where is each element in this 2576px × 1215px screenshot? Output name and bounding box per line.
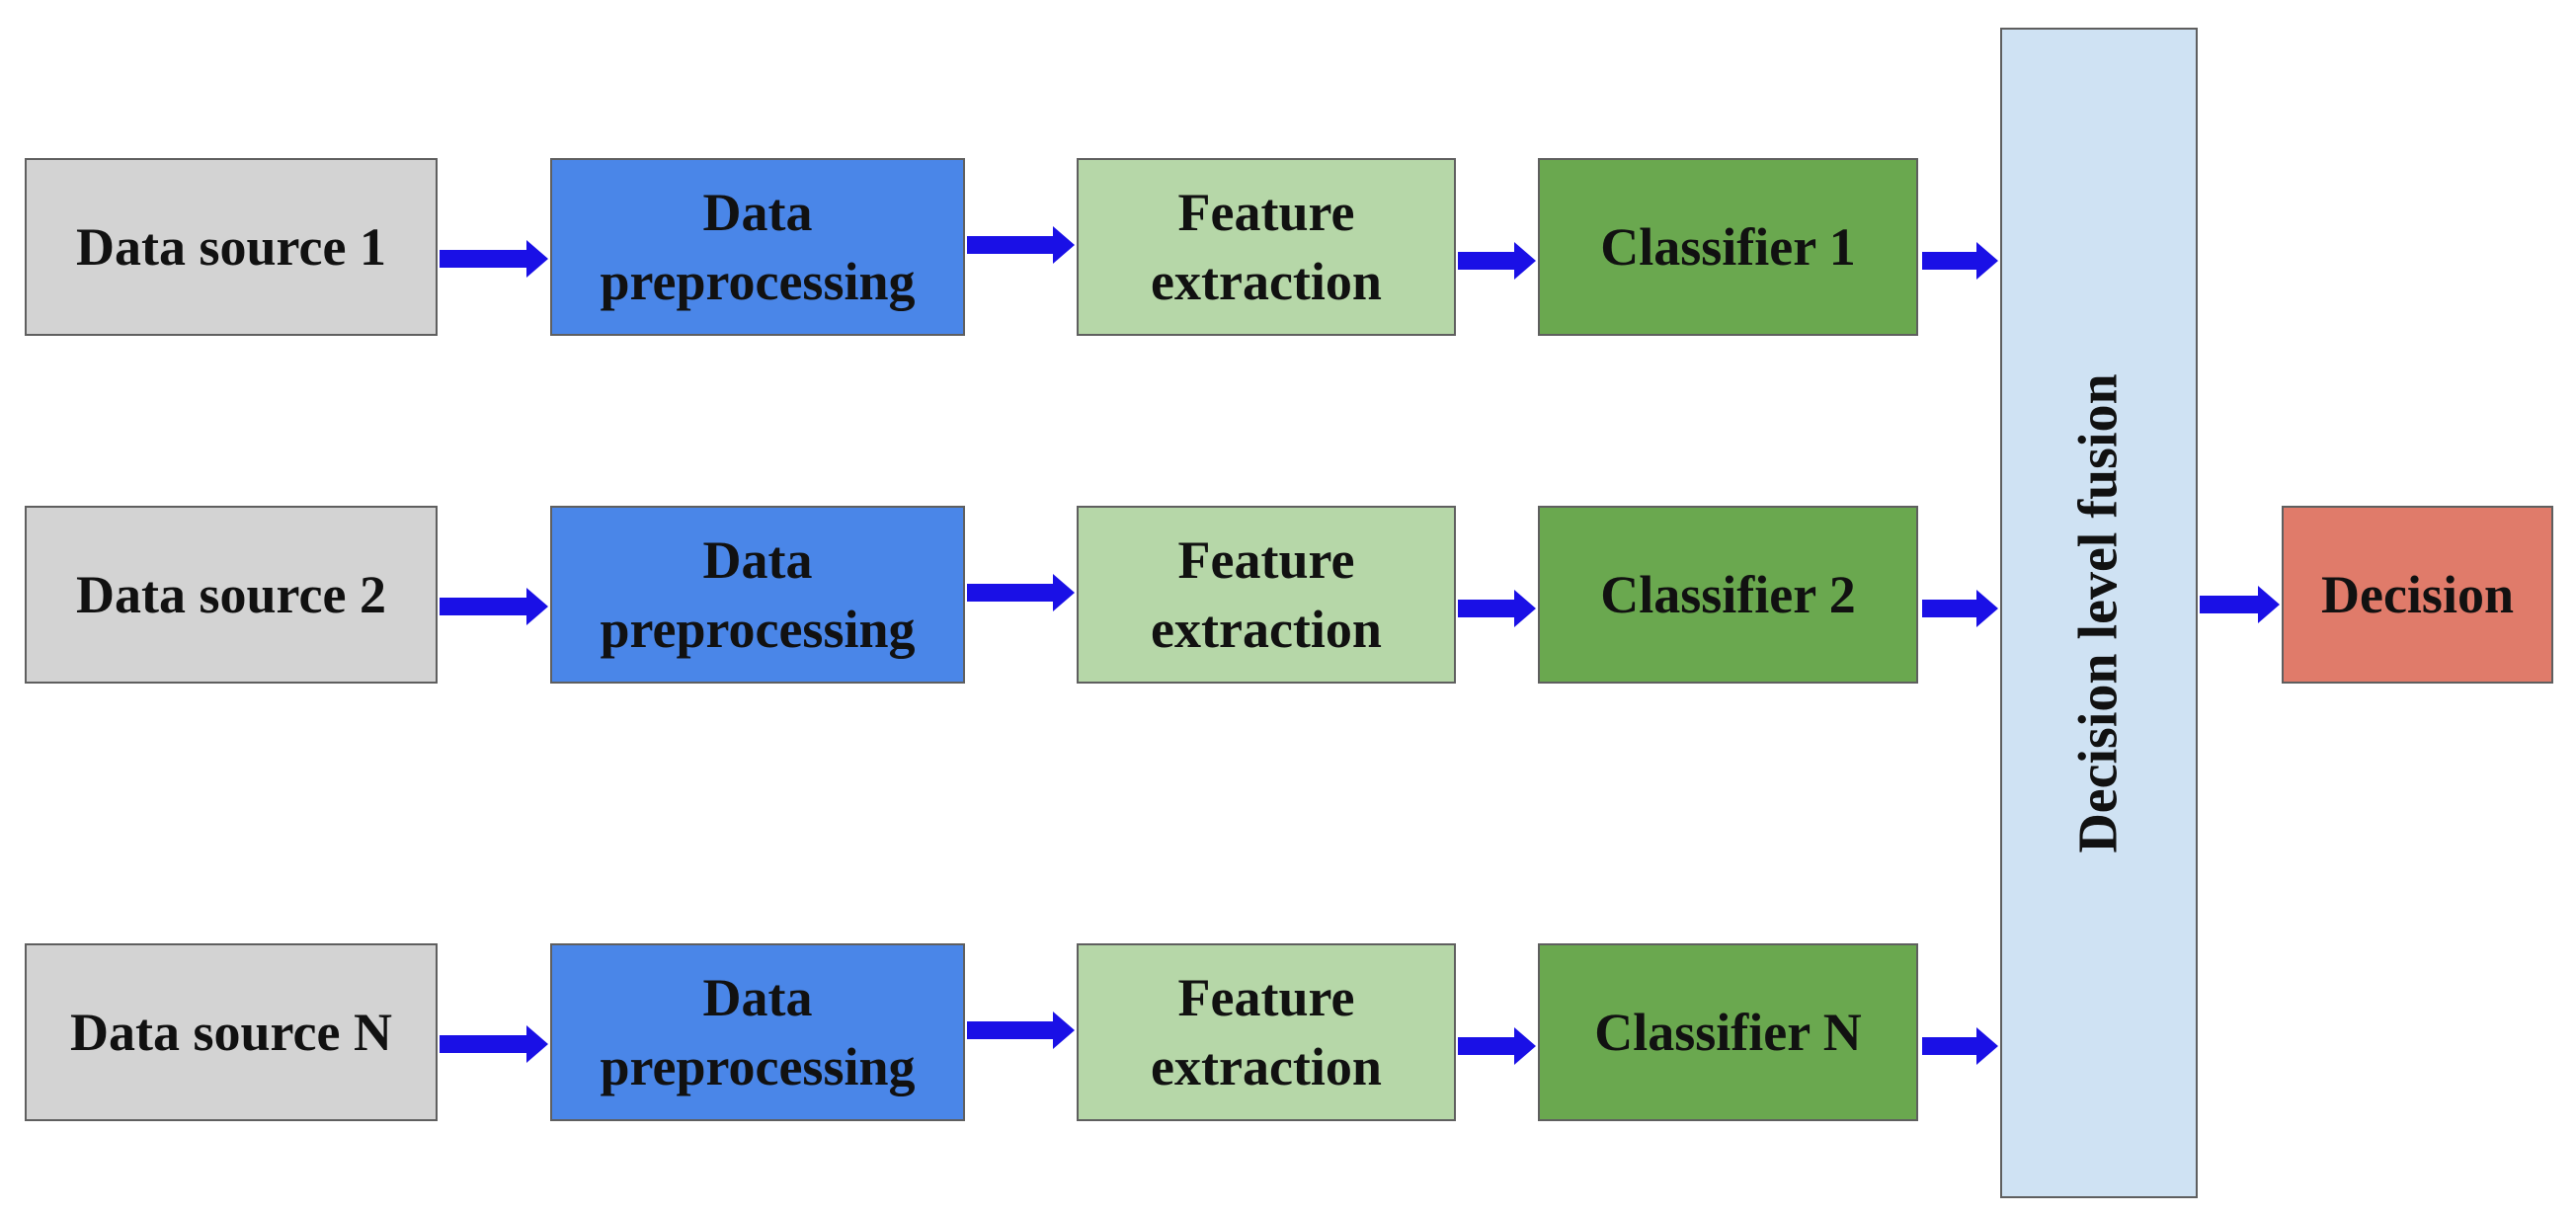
row-3-data-source-box-label: Data source N bbox=[70, 1002, 392, 1062]
row-2-feature-extraction-box-label-line: extraction bbox=[1151, 600, 1382, 659]
row-1-arrow-source-to-preprocessing bbox=[440, 240, 548, 278]
row-2-arrow-preprocessing-to-feature bbox=[967, 574, 1075, 611]
row-3-classifier-box-label: Classifier N bbox=[1594, 1002, 1862, 1062]
row-3-preprocessing-box: Data preprocessing bbox=[550, 943, 965, 1121]
row-2-classifier-box: Classifier 2 bbox=[1538, 506, 1918, 684]
row-2-data-source-box-label: Data source 2 bbox=[76, 564, 386, 624]
row-1-preprocessing-box-label: Data preprocessing bbox=[600, 178, 915, 316]
row-3-preprocessing-box-label: Data preprocessing bbox=[600, 963, 915, 1101]
decision-box-label: Decision bbox=[2321, 564, 2514, 624]
row-1-preprocessing-box: Data preprocessing bbox=[550, 158, 965, 336]
row-1-arrow-classifier-to-fusion bbox=[1922, 242, 1998, 280]
row-1-classifier-box: Classifier 1 bbox=[1538, 158, 1918, 336]
row-3-arrow-source-to-preprocessing bbox=[440, 1025, 548, 1063]
row-3-feature-extraction-box-label-line: extraction bbox=[1151, 1037, 1382, 1096]
decision-box: Decision bbox=[2282, 506, 2553, 684]
row-3-data-source-box: Data source N bbox=[25, 943, 438, 1121]
row-2-preprocessing-box-label-line: preprocessing bbox=[600, 600, 916, 659]
row-3-arrow-preprocessing-to-feature bbox=[967, 1012, 1075, 1049]
row-2-arrow-classifier-to-fusion bbox=[1922, 590, 1998, 627]
row-2-preprocessing-box-label-line: Data bbox=[702, 529, 813, 590]
row-1-preprocessing-box-label-line: preprocessing bbox=[600, 252, 916, 311]
row-3-feature-extraction-box-label: Feature extraction bbox=[1151, 963, 1382, 1101]
row-1-arrow-preprocessing-to-feature bbox=[967, 226, 1075, 264]
row-2-preprocessing-box-label: Data preprocessing bbox=[600, 526, 915, 664]
decision-level-fusion-label: Decision level fusion bbox=[2067, 372, 2130, 853]
row-1-feature-extraction-box-label-line: Feature bbox=[1177, 182, 1355, 242]
row-3-feature-extraction-box-label-line: Feature bbox=[1177, 967, 1355, 1027]
row-3-arrow-feature-to-classifier bbox=[1458, 1027, 1536, 1065]
row-1-feature-extraction-box-label-line: extraction bbox=[1151, 252, 1382, 311]
row-3-arrow-classifier-to-fusion bbox=[1922, 1027, 1998, 1065]
row-2-feature-extraction-box-label-line: Feature bbox=[1177, 529, 1355, 590]
row-2-arrow-source-to-preprocessing bbox=[440, 588, 548, 625]
row-1-feature-extraction-box: Feature extraction bbox=[1077, 158, 1456, 336]
row-1-data-source-box: Data source 1 bbox=[25, 158, 438, 336]
row-3-feature-extraction-box: Feature extraction bbox=[1077, 943, 1456, 1121]
row-1-data-source-box-label: Data source 1 bbox=[76, 216, 386, 277]
row-1-feature-extraction-box-label: Feature extraction bbox=[1151, 178, 1382, 316]
row-1-preprocessing-box-label-line: Data bbox=[702, 182, 813, 242]
row-3-preprocessing-box-label-line: Data bbox=[702, 967, 813, 1027]
row-2-arrow-feature-to-classifier bbox=[1458, 590, 1536, 627]
row-3-classifier-box: Classifier N bbox=[1538, 943, 1918, 1121]
row-2-classifier-box-label: Classifier 2 bbox=[1600, 564, 1856, 624]
row-1-classifier-box-label: Classifier 1 bbox=[1600, 216, 1856, 277]
row-1-arrow-feature-to-classifier bbox=[1458, 242, 1536, 280]
arrow-fusion-to-decision bbox=[2200, 586, 2280, 623]
row-2-preprocessing-box: Data preprocessing bbox=[550, 506, 965, 684]
row-2-data-source-box: Data source 2 bbox=[25, 506, 438, 684]
row-3-preprocessing-box-label-line: preprocessing bbox=[600, 1037, 916, 1096]
row-2-feature-extraction-box-label: Feature extraction bbox=[1151, 526, 1382, 664]
row-2-feature-extraction-box: Feature extraction bbox=[1077, 506, 1456, 684]
decision-level-fusion-box: Decision level fusion bbox=[2000, 28, 2198, 1198]
